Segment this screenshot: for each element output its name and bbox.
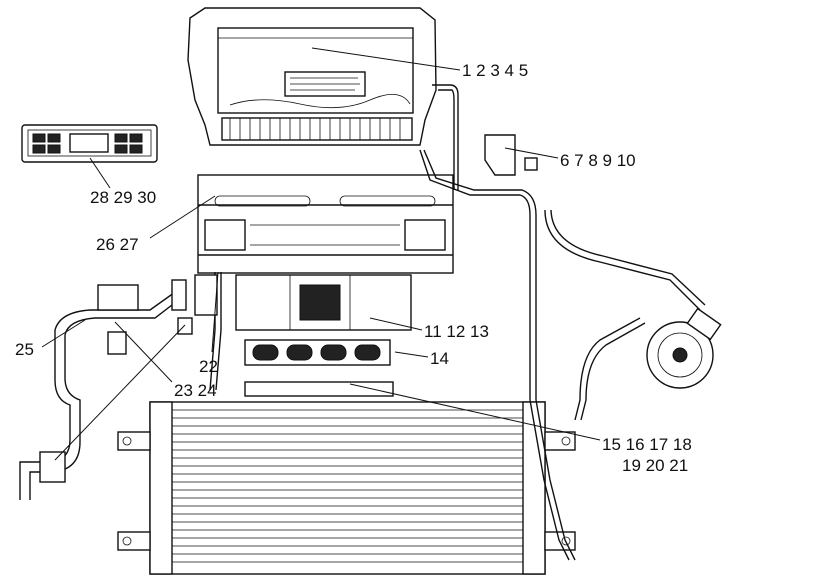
callout-23-24: 23 24 — [174, 381, 217, 400]
air-filter — [244, 339, 391, 366]
callout-22: 22 — [199, 357, 218, 376]
callout-28-30: 28 29 30 — [90, 188, 156, 207]
callout-1-5: 1 2 3 4 5 — [462, 61, 528, 80]
pipe-assembly-left — [19, 274, 218, 500]
callout-25: 25 — [15, 340, 34, 359]
callout-14: 14 — [430, 349, 449, 368]
bracket — [484, 134, 538, 176]
callout-15-18: 15 16 17 18 — [602, 435, 692, 454]
refrigerant-hoses — [209, 84, 706, 561]
condenser — [117, 401, 576, 575]
leader-lines — [41, 47, 601, 461]
callout-26-27: 26 27 — [96, 235, 139, 254]
control-panel — [21, 124, 158, 163]
callout-19-21: 19 20 21 — [622, 456, 688, 475]
callout-labels: 1 2 3 4 5 6 7 8 9 10 28 29 30 26 27 11 1… — [15, 61, 692, 475]
callout-11-13: 11 12 13 — [424, 322, 489, 341]
evaporator-assembly — [197, 174, 454, 274]
hvac-housing-top — [187, 7, 437, 146]
callout-6-10: 6 7 8 9 10 — [560, 151, 636, 170]
compressor — [646, 307, 722, 389]
